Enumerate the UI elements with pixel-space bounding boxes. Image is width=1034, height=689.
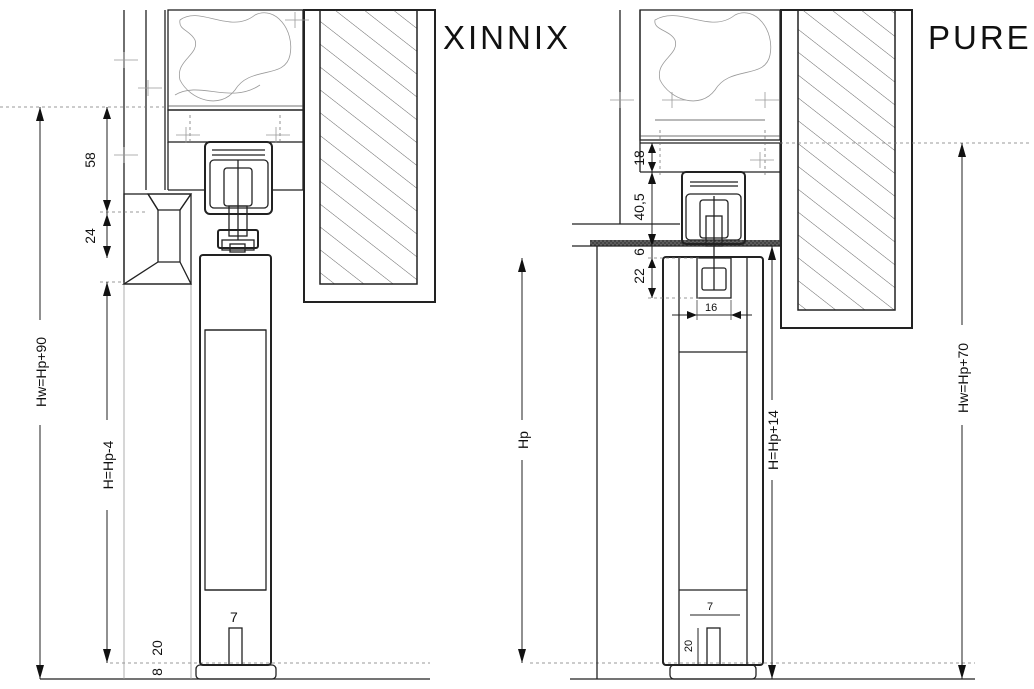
- hw-label-left: Hw=Hp+90: [33, 337, 49, 407]
- pure-section: 18 40,5 6 22 16 H=Hp+14 Hw=Hp+70: [530, 9, 1030, 680]
- xinnix-title: XINNIX: [443, 19, 571, 56]
- dim-7-right: 7: [707, 601, 713, 613]
- h-label-left: H=Hp-4: [100, 440, 116, 489]
- hp-label: Hp: [515, 431, 531, 449]
- h-label-right: H=Hp+14: [765, 410, 781, 470]
- dim-8-left: 8: [149, 668, 165, 676]
- dim-16: 16: [705, 302, 717, 314]
- hw-label-right: Hw=Hp+70: [955, 343, 971, 413]
- dim-18: 18: [631, 150, 647, 166]
- dim-20-right: 20: [683, 640, 695, 652]
- dim-58: 58: [82, 152, 98, 168]
- dim-20-left: 20: [149, 640, 165, 656]
- dim-22: 22: [631, 268, 647, 284]
- xinnix-section: Hw=Hp+90 58 24 H=Hp-4 Hp 7 20 8: [0, 9, 531, 680]
- dim-24: 24: [82, 228, 98, 244]
- dim-40-5: 40,5: [631, 193, 647, 220]
- dim-6: 6: [631, 248, 647, 256]
- pure-title: PURE: [928, 19, 1032, 56]
- dim-7-left: 7: [230, 609, 238, 625]
